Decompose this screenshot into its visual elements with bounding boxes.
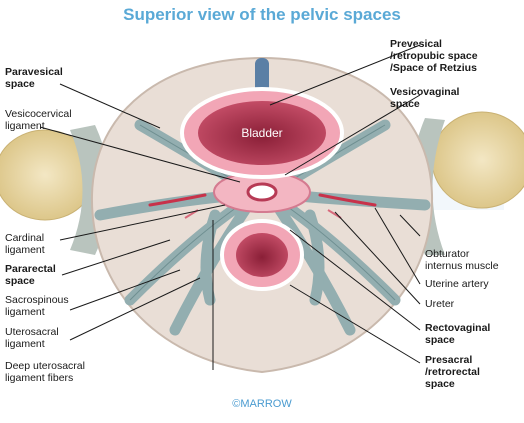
bladder-lumen bbox=[198, 101, 326, 165]
label-rectovaginal-space: Rectovaginal space bbox=[425, 322, 491, 346]
label-presacral-space: Presacral /retrorectal space bbox=[425, 354, 480, 390]
label-vesicocervical-ligament: Vesicocervical ligament bbox=[5, 108, 72, 132]
label-uterosacral-ligament: Uterosacral ligament bbox=[5, 326, 59, 350]
bladder-label: Bladder bbox=[241, 126, 282, 140]
label-ureter: Ureter bbox=[425, 298, 455, 310]
label-obturator-internus: Obturator internus muscle bbox=[425, 248, 499, 272]
label-cardinal-ligament: Cardinal ligament bbox=[5, 232, 45, 256]
label-vesicovaginal-space: Vesicovaginal space bbox=[390, 86, 460, 110]
label-pararectal-space: Pararectal space bbox=[5, 263, 56, 287]
uterine-arteries bbox=[148, 193, 377, 207]
label-paravesical-space: Paravesical space bbox=[5, 66, 63, 90]
footer-brand: ©MARROW bbox=[232, 398, 292, 410]
leader-lines bbox=[39, 44, 421, 370]
cervical-os bbox=[246, 182, 278, 202]
pelvic-tissue bbox=[90, 56, 434, 374]
label-deep-uterosacral-fibers: Deep uterosacral ligament fibers bbox=[5, 360, 85, 384]
label-sacrospinous-ligament: Sacrospinous ligament bbox=[5, 294, 69, 318]
diagram-title: Superior view of the pelvic spaces bbox=[123, 5, 401, 24]
right-pubic-bone bbox=[431, 111, 524, 209]
rectum-lumen bbox=[236, 233, 288, 277]
label-prevesical-space: Prevesical /retropubic space /Space of R… bbox=[390, 38, 478, 74]
label-uterine-artery: Uterine artery bbox=[425, 278, 489, 290]
